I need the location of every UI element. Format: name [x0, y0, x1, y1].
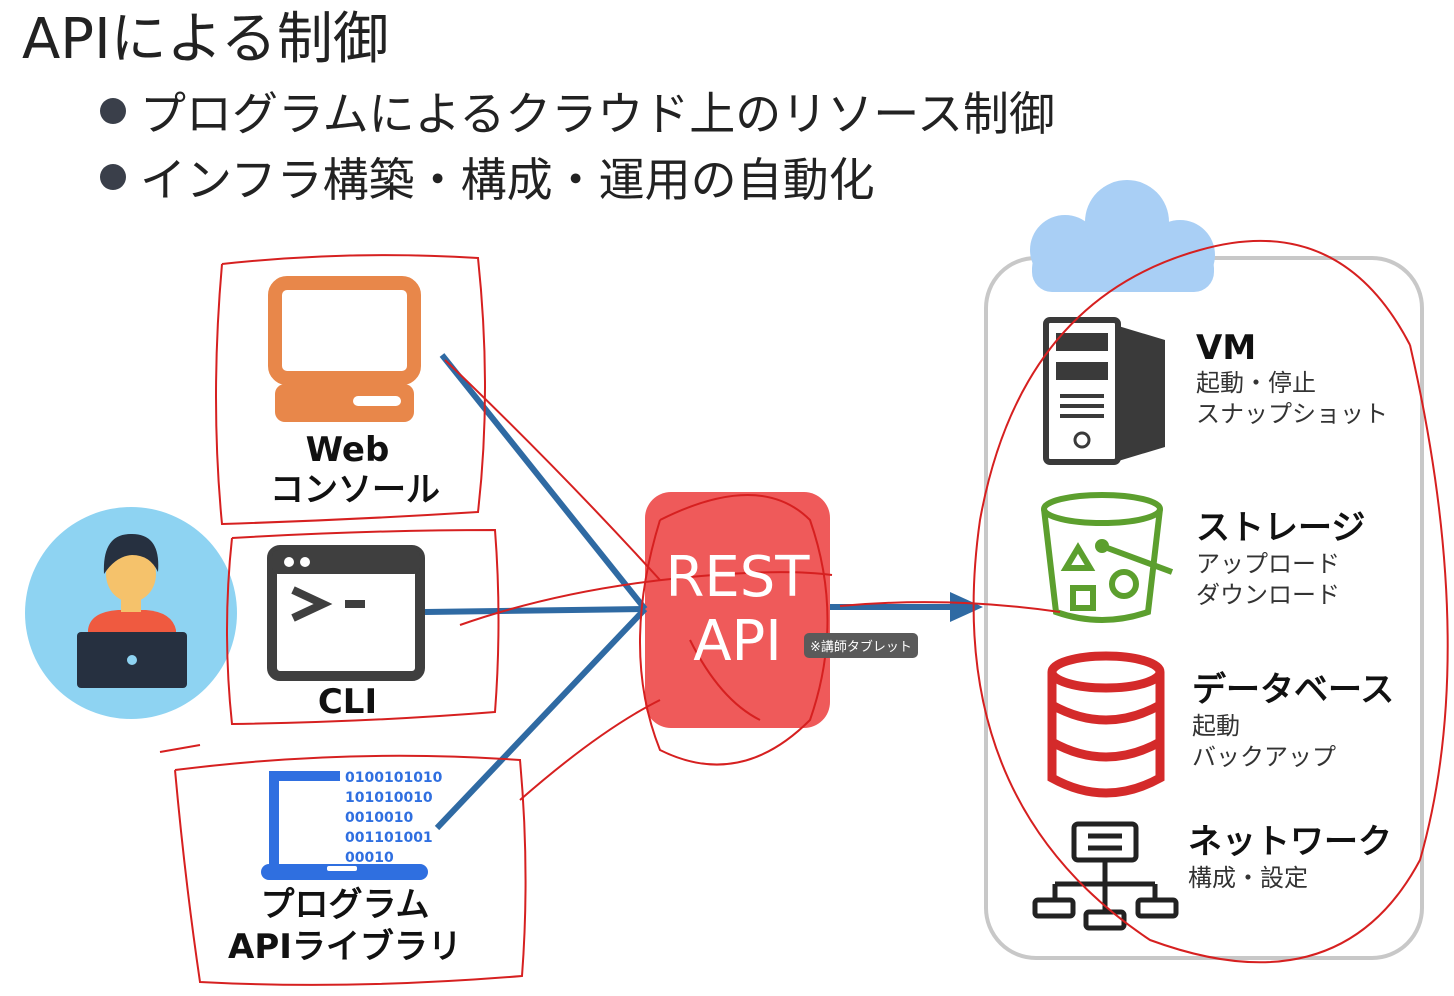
- user-avatar: [25, 507, 237, 719]
- bullet-text: プログラムによるクラウド上のリソース制御: [140, 87, 1055, 141]
- cloud-icon: [1030, 180, 1215, 292]
- resource-sub: アップロード: [1196, 550, 1340, 578]
- handwritten-annotations: [159, 239, 1449, 986]
- connection-lines: [424, 353, 958, 831]
- terminal-icon: [267, 545, 425, 681]
- resource-vm: VM 起動・停止 スナップショット: [1196, 328, 1388, 430]
- cli-label: CLI: [317, 682, 378, 722]
- network-icon: [1032, 821, 1179, 931]
- bullet-dot: [100, 164, 126, 190]
- web-label-line2: コンソール: [270, 470, 440, 510]
- program-label-line2: APIライブラリ: [228, 927, 462, 967]
- page-title: APIによる制御: [22, 7, 389, 72]
- bucket-icon: [1041, 492, 1174, 623]
- program-label-line1: プログラム: [260, 885, 430, 925]
- bullet-text: インフラ構築・構成・運用の自動化: [140, 153, 875, 207]
- resource-title: ネットワーク: [1188, 822, 1392, 862]
- resource-sub: ダウンロード: [1196, 581, 1340, 609]
- resource-sub: バックアップ: [1192, 743, 1336, 771]
- binary-line: 101010010: [345, 790, 433, 806]
- rest-api-box: [645, 492, 830, 728]
- bullet-item: インフラ構築・構成・運用の自動化: [100, 150, 875, 210]
- tablet-note-badge: ※講師タブレット: [804, 633, 918, 658]
- resource-sub: 構成・設定: [1188, 864, 1308, 892]
- rest-label-line2: API: [693, 609, 782, 674]
- resource-sub: 起動・停止: [1196, 369, 1316, 397]
- rest-api-label: REST API: [645, 546, 830, 674]
- web-label-line1: Web: [305, 430, 390, 470]
- laptop-code-icon: [261, 771, 428, 880]
- resource-title: ストレージ: [1196, 508, 1366, 548]
- web-console-label: Web コンソール: [270, 430, 440, 510]
- program-label: プログラム APIライブラリ: [225, 884, 465, 968]
- monitor-icon: [268, 276, 421, 422]
- bullet-item: プログラムによるクラウド上のリソース制御: [100, 84, 1055, 144]
- binary-line: 00010: [345, 850, 394, 866]
- binary-code: 0100101010 101010010 0010010 001101001 0…: [345, 768, 442, 868]
- database-icon: [1047, 651, 1165, 798]
- server-icon: [1043, 317, 1165, 465]
- resource-sub: スナップショット: [1196, 400, 1388, 428]
- bullet-dot: [100, 98, 126, 124]
- resource-network: ネットワーク 構成・設定: [1188, 814, 1392, 894]
- arrow-head: [950, 592, 983, 622]
- resource-title: VM: [1196, 328, 1257, 368]
- resource-database: データベース 起動 バックアップ: [1192, 662, 1394, 773]
- resource-storage: ストレージ アップロード ダウンロード: [1196, 500, 1365, 611]
- binary-line: 001101001: [345, 830, 433, 846]
- binary-line: 0010010: [345, 810, 414, 826]
- resource-sub: 起動: [1192, 712, 1240, 740]
- resource-title: データベース: [1192, 670, 1395, 710]
- rest-label-line1: REST: [665, 545, 810, 610]
- binary-line: 0100101010: [345, 770, 443, 786]
